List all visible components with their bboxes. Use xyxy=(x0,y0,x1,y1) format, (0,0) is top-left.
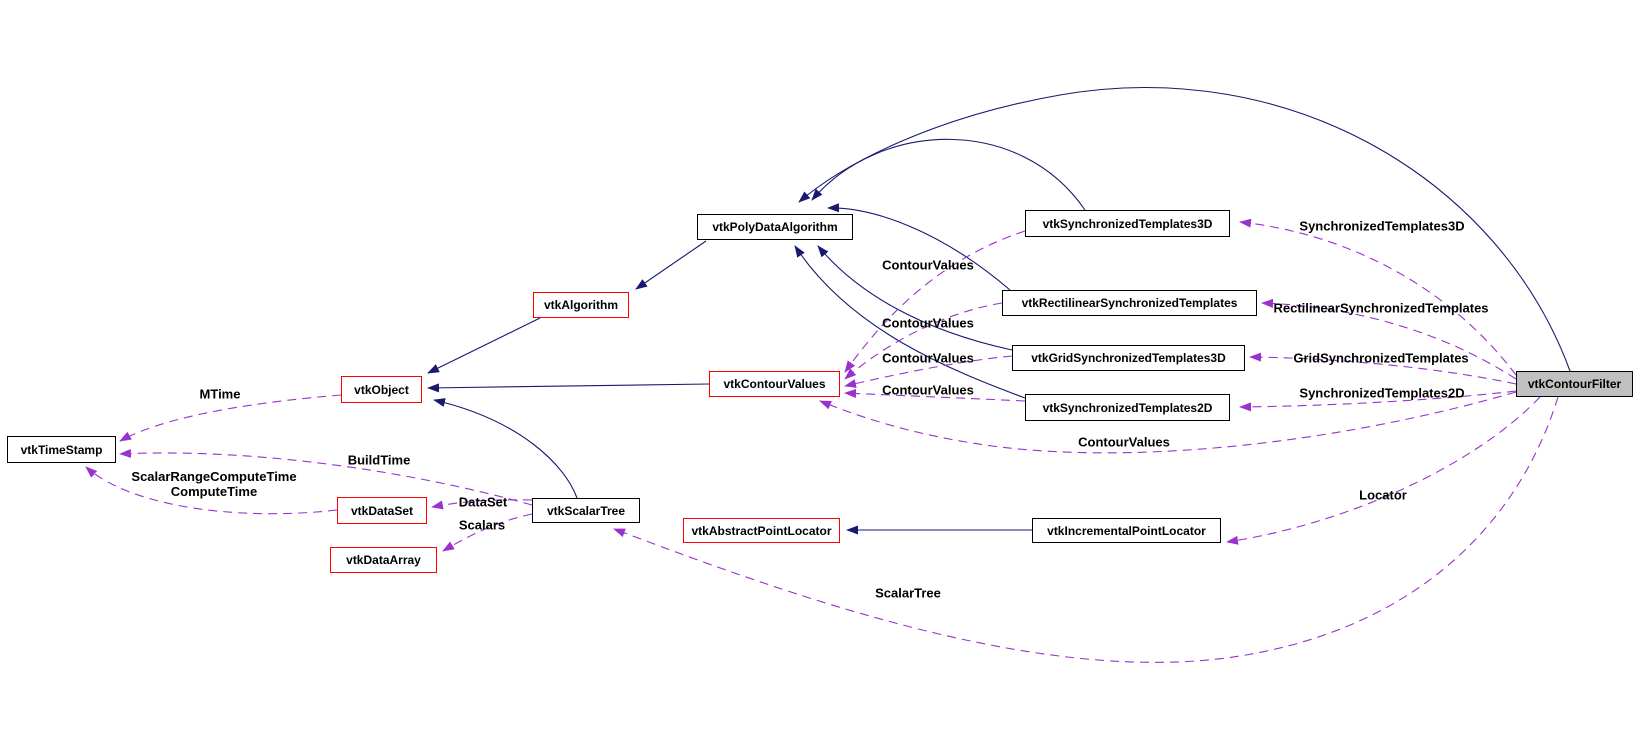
edge-vtkContourFilter-to-vtkContourValues xyxy=(819,391,1517,454)
class-node-vtkContourValues[interactable]: vtkContourValues xyxy=(709,371,840,397)
edge-vtkContourFilter-to-vtkSynchronizedTemplates3D xyxy=(1239,218,1517,376)
edge-vtkScalarTree-to-vtkTimeStamp xyxy=(119,448,533,506)
edge-vtkContourFilter-to-vtkPolyDataAlgorithm xyxy=(798,87,1571,372)
edge-vtkGridSynchronizedTemplates3D-to-vtkContourValues xyxy=(844,355,1013,388)
edge-vtkGridSynchronizedTemplates3D-to-vtkPolyDataAlgorithm xyxy=(817,245,1013,351)
class-node-vtkGridSynchronizedTemplates3D[interactable]: vtkGridSynchronizedTemplates3D xyxy=(1012,345,1245,371)
class-node-vtkDataSet[interactable]: vtkDataSet xyxy=(337,497,427,524)
class-node-vtkSynchronizedTemplates2D[interactable]: vtkSynchronizedTemplates2D xyxy=(1025,394,1230,421)
class-node-vtkDataArray[interactable]: vtkDataArray xyxy=(330,547,437,573)
class-node-vtkPolyDataAlgorithm[interactable]: vtkPolyDataAlgorithm xyxy=(697,214,853,240)
edge-vtkContourValues-to-vtkObject xyxy=(427,383,710,393)
edge-vtkSynchronizedTemplates2D-to-vtkContourValues xyxy=(844,388,1026,402)
edge-vtkContourFilter-to-vtkGridSynchronizedTemplates3D xyxy=(1249,352,1517,385)
edge-vtkContourFilter-to-vtkRectilinearSynchronizedTemplates xyxy=(1261,298,1517,380)
class-node-vtkObject[interactable]: vtkObject xyxy=(341,376,422,403)
edge-vtkContourFilter-to-vtkScalarTree xyxy=(613,396,1559,663)
class-node-vtkScalarTree[interactable]: vtkScalarTree xyxy=(532,498,640,523)
class-node-vtkTimeStamp[interactable]: vtkTimeStamp xyxy=(7,436,116,463)
class-node-vtkSynchronizedTemplates3D[interactable]: vtkSynchronizedTemplates3D xyxy=(1025,210,1230,237)
edge-vtkSynchronizedTemplates3D-to-vtkPolyDataAlgorithm xyxy=(811,138,1086,211)
edge-vtkObject-to-vtkTimeStamp xyxy=(119,394,342,442)
edge-vtkRectilinearSynchronizedTemplates-to-vtkPolyDataAlgorithm xyxy=(827,203,1011,291)
edge-vtkScalarTree-to-vtkDataArray xyxy=(442,513,533,552)
edge-vtkContourFilter-to-vtkIncrementalPointLocator xyxy=(1226,396,1541,545)
edge-vtkScalarTree-to-vtkObject xyxy=(433,398,578,499)
edge-vtkDataSet-to-vtkTimeStamp xyxy=(85,466,338,515)
edge-vtkContourFilter-to-vtkSynchronizedTemplates2D xyxy=(1239,390,1517,412)
class-node-vtkRectilinearSynchronizedTemplates[interactable]: vtkRectilinearSynchronizedTemplates xyxy=(1002,290,1257,316)
edge-vtkAlgorithm-to-vtkObject xyxy=(427,317,541,374)
edge-vtkSynchronizedTemplates3D-to-vtkContourValues xyxy=(844,230,1026,373)
edge-vtkRectilinearSynchronizedTemplates-to-vtkContourValues xyxy=(844,302,1003,380)
class-node-vtkAbstractPointLocator[interactable]: vtkAbstractPointLocator xyxy=(683,518,840,543)
class-node-vtkContourFilter[interactable]: vtkContourFilter xyxy=(1516,371,1633,397)
edge-vtkScalarTree-to-vtkDataSet xyxy=(431,499,533,510)
class-node-vtkAlgorithm[interactable]: vtkAlgorithm xyxy=(533,292,629,318)
edge-vtkSynchronizedTemplates2D-to-vtkPolyDataAlgorithm xyxy=(794,245,1026,399)
edge-vtkPolyDataAlgorithm-to-vtkAlgorithm xyxy=(635,240,707,290)
class-node-vtkIncrementalPointLocator[interactable]: vtkIncrementalPointLocator xyxy=(1032,518,1221,543)
